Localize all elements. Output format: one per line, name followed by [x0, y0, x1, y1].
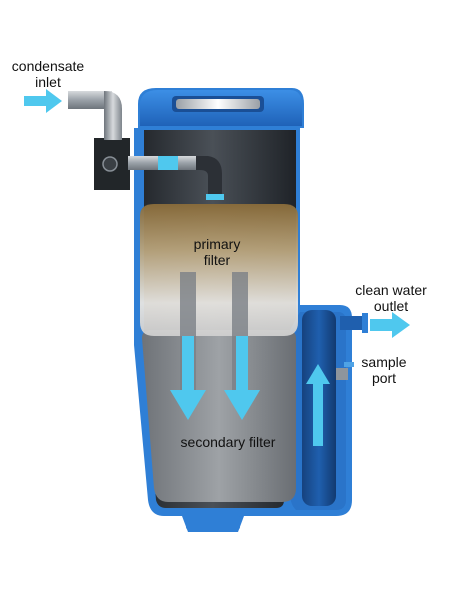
inlet-gauge [102, 156, 118, 172]
flow-arrow-down-left [170, 336, 206, 420]
inlet-arrow [24, 89, 62, 113]
outlet-fitting-cap [362, 313, 368, 333]
internal-pipe-elbow [196, 156, 222, 196]
sample-port-label: sample port [361, 354, 407, 386]
internal-pipe-nozzle [206, 194, 224, 200]
flow-arrow-down-right [224, 336, 260, 420]
cap-slot-window [176, 99, 260, 109]
outlet-fitting [340, 316, 364, 330]
secondary-filter [142, 330, 296, 502]
flow-arrow-up [306, 364, 330, 446]
sample-port [336, 368, 348, 380]
condensate-inlet-label: condensate inlet [11, 58, 85, 90]
sample-port-valve [344, 362, 354, 367]
outlet-arrow [370, 312, 410, 338]
housing-foot [186, 514, 240, 530]
primary-filter-label: primary filter [193, 236, 241, 268]
internal-pipe-band [158, 156, 178, 170]
secondary-filter-label: secondary filter [180, 434, 276, 450]
clean-water-outlet-label: clean water outlet [355, 282, 427, 314]
inlet-pipe-horizontal [68, 91, 112, 109]
inlet-pipe-elbow [104, 91, 122, 140]
primary-filter [140, 204, 298, 336]
